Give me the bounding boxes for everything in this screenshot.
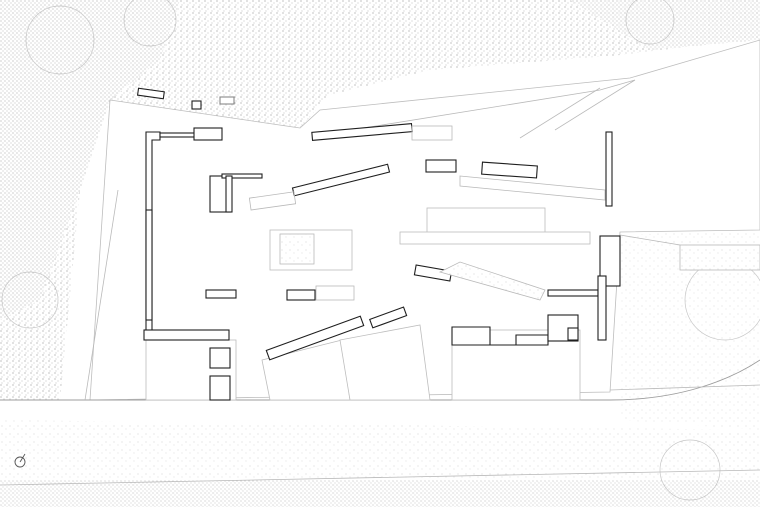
- walls: [136, 87, 621, 401]
- ground-plane: [0, 39, 760, 486]
- north-arrow-icon: [14, 453, 26, 468]
- planters: [248, 125, 760, 301]
